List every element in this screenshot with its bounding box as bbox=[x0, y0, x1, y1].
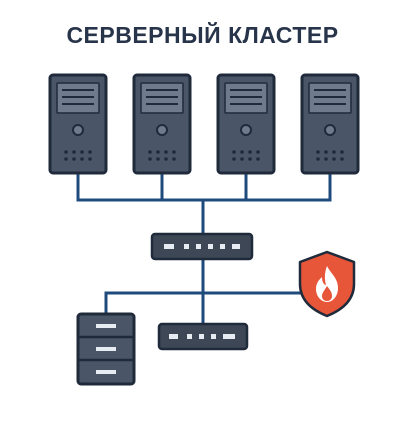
server-tower-icon bbox=[300, 73, 360, 175]
router-icon bbox=[157, 322, 249, 351]
server-tower-icon bbox=[216, 73, 276, 175]
network-switch-icon bbox=[150, 232, 254, 261]
flame-icon bbox=[316, 266, 338, 302]
server-tower-icon bbox=[48, 73, 108, 175]
server-tower-icon bbox=[132, 73, 192, 175]
storage-rack-icon bbox=[76, 312, 136, 386]
cable-server-1 bbox=[76, 172, 332, 202]
cables bbox=[76, 172, 332, 325]
cable-storage bbox=[104, 291, 203, 316]
firewall-shield-icon bbox=[298, 250, 356, 318]
page-title: СЕРВЕРНЫЙ КЛАСТЕР bbox=[66, 22, 339, 48]
